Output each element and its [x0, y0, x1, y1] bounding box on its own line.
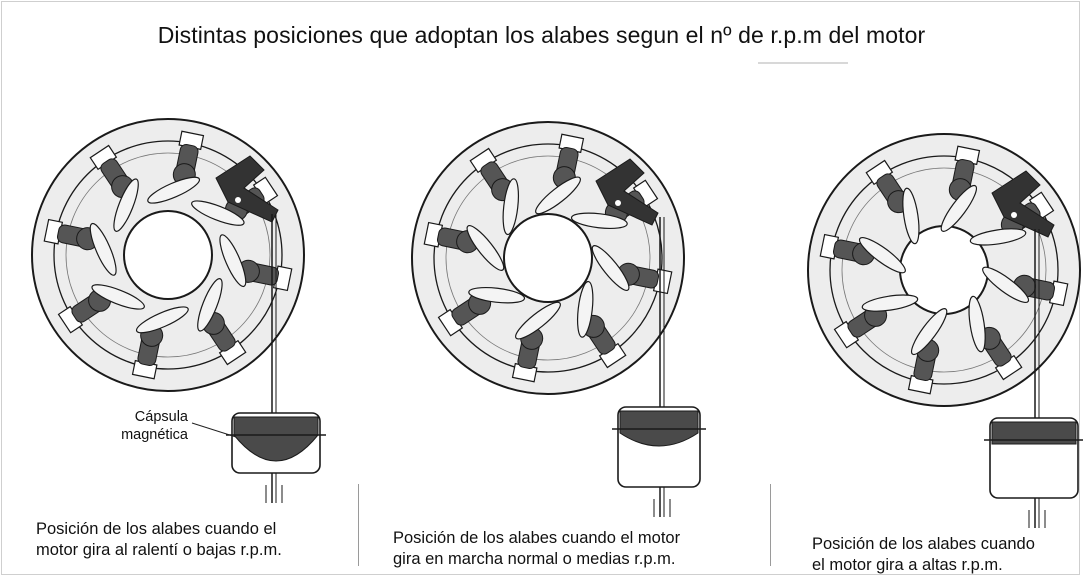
title-underline-mark [758, 62, 848, 64]
variable-vane [968, 295, 1023, 381]
magnetic-diaphragm [991, 421, 1077, 445]
stator-inner-ring [829, 155, 1059, 385]
vane-track-ring [65, 152, 271, 358]
control-lever [991, 170, 1055, 238]
variable-vane [865, 159, 920, 245]
variable-vane [535, 133, 585, 215]
caption-low-rpm: Posición de los alabes cuando el motor g… [36, 520, 282, 559]
vane-blade [861, 294, 919, 312]
vane-blade [515, 301, 561, 340]
capsule-label: Cápsula magnética [121, 409, 188, 443]
variable-vane [833, 294, 919, 349]
vane-blade [910, 308, 948, 356]
vane-blade [968, 295, 986, 353]
stator-inner-ring [53, 140, 283, 370]
vane-blade [135, 306, 189, 334]
vane-blade [902, 187, 920, 245]
variable-vane [907, 308, 948, 395]
vane-track-ring [445, 155, 651, 361]
variable-vane [57, 284, 145, 334]
vane-blade [570, 212, 628, 230]
vane-track-ring [841, 167, 1047, 373]
vane-blade [576, 280, 594, 338]
vane-blade [91, 284, 145, 310]
lever-pivot-dot [615, 200, 621, 206]
variable-vane [131, 306, 189, 380]
control-lever [215, 155, 279, 223]
vane-blade [466, 225, 505, 271]
variable-vane [219, 234, 293, 292]
control-lever [595, 158, 659, 226]
turbine-wheel-ralenti [31, 118, 305, 392]
vane-blade [219, 234, 247, 288]
variable-vane [591, 245, 673, 295]
vane-blade [113, 178, 139, 232]
variable-vane [570, 179, 659, 230]
vane-blade [147, 176, 201, 204]
vane-blade [982, 266, 1030, 304]
stator-inner-ring [433, 143, 663, 373]
column-divider-2 [770, 484, 771, 566]
turbine-wheels [31, 118, 1081, 407]
actuator-ralenti [226, 214, 326, 503]
lever-pivot-dot [1011, 212, 1017, 218]
vane-blade [191, 200, 245, 226]
variable-vane [147, 130, 205, 204]
variable-vane [940, 145, 981, 232]
variable-vane [197, 278, 247, 366]
vane-blade [591, 245, 630, 291]
variable-vane [437, 286, 526, 337]
caption-mid-rpm: Posición de los alabes cuando el motor g… [393, 529, 681, 568]
actuator-altas [984, 229, 1083, 528]
vane-blade [858, 236, 906, 274]
variable-vane [511, 301, 561, 383]
vane-blade [197, 278, 223, 332]
variable-vane [469, 147, 520, 236]
variable-vane [982, 266, 1069, 307]
variable-vane [819, 233, 906, 274]
column-divider-1 [358, 484, 359, 566]
turbine-hub-hole [123, 210, 213, 300]
caption-high-rpm: Posición de los alabes cuando el motor g… [812, 535, 1035, 574]
diagram-title: Distintas posiciones que adoptan los ala… [157, 22, 926, 48]
vane-blade [969, 228, 1027, 246]
vane-blade [468, 286, 526, 304]
variable-vane [576, 280, 627, 369]
turbine-hub-hole [503, 213, 593, 303]
vane-blade [940, 184, 978, 232]
capsule-actuators [226, 214, 1083, 528]
variable-vane [89, 144, 139, 232]
capsule-leader-line [191, 422, 237, 438]
turbine-wheel-media [411, 121, 685, 395]
variable-vane [43, 218, 117, 276]
vane-blade [89, 222, 117, 276]
actuator-media [612, 217, 706, 517]
lever-pivot-dot [235, 197, 241, 203]
vane-blade [535, 176, 581, 215]
variable-vane [423, 221, 505, 271]
vane-blade [502, 178, 520, 236]
turbine-wheel-altas [807, 133, 1081, 407]
